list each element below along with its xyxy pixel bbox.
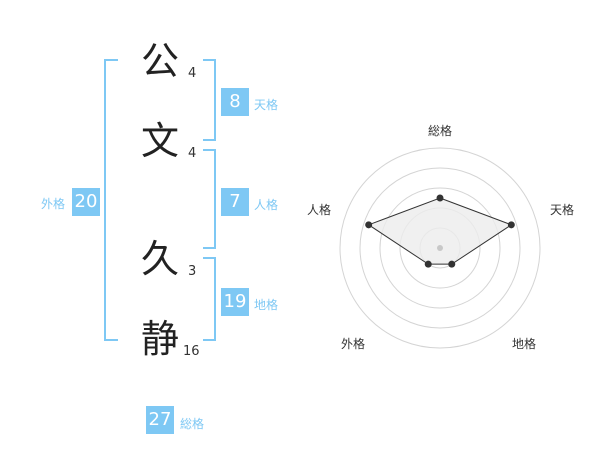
chikaku-bracket [203, 257, 216, 341]
stroke-count-4: 16 [183, 344, 200, 359]
stroke-count-2: 4 [188, 146, 197, 161]
radar-point-4 [424, 260, 432, 268]
jinkaku-value: 7 [221, 188, 249, 216]
radar-point-3 [448, 260, 456, 268]
tenkaku-value: 8 [221, 88, 249, 116]
tenkaku-label: 天格 [254, 98, 279, 112]
gaikaku-bracket [104, 59, 118, 341]
radar-label-soukaku: 総格 [428, 124, 453, 138]
radar-point-2 [507, 221, 515, 229]
chikaku-value: 19 [221, 288, 249, 316]
soukaku-value: 27 [146, 406, 174, 434]
name-char-2: 文 [140, 119, 179, 163]
stroke-count-3: 3 [188, 264, 197, 279]
tenkaku-bracket [203, 59, 216, 141]
name-char-1: 公 [140, 39, 179, 83]
jinkaku-label: 人格 [254, 198, 279, 212]
name-char-4: 静 [140, 317, 179, 361]
radar-ring-5 [339, 147, 541, 349]
radar-label-tenkaku: 天格 [550, 203, 575, 217]
radar-point-1 [436, 194, 444, 202]
radar-ring-3 [379, 187, 501, 309]
soukaku-label: 総格 [180, 417, 205, 431]
gaikaku-label: 外格 [41, 197, 66, 211]
radar-label-gaikaku: 外格 [341, 337, 366, 351]
jinkaku-bracket [203, 149, 216, 249]
radar-points [365, 194, 515, 268]
radar-center-dot [437, 245, 443, 251]
radar-label-jinkaku: 人格 [307, 203, 332, 217]
stroke-count-1: 4 [188, 66, 197, 81]
radar-label-chikaku: 地格 [512, 337, 537, 351]
name-char-3: 久 [140, 237, 179, 281]
gaikaku-value: 20 [72, 188, 100, 216]
radar-polygon [367, 197, 513, 265]
chikaku-label: 地格 [254, 298, 279, 312]
radar-ring-4 [359, 167, 521, 329]
radar-point-5 [365, 221, 373, 229]
radar-grid [339, 147, 541, 349]
